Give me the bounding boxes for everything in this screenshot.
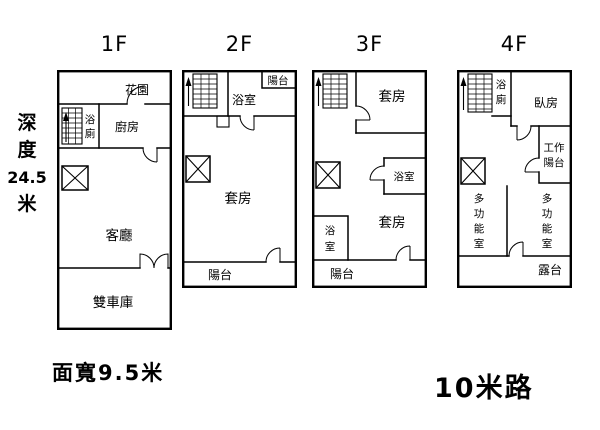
room-label-suite: 套房: [379, 215, 406, 231]
room-label-garden: 花園: [125, 82, 149, 97]
room-label-multi: 室: [474, 237, 485, 250]
room-label-multi: 室: [542, 237, 553, 250]
room-label-bath: 廁: [496, 93, 507, 106]
room-label-terrace: 露台: [538, 262, 562, 277]
outer-wall: [57, 70, 172, 330]
up-arrow-icon: [185, 77, 192, 106]
room-label-bedroom: 臥房: [534, 95, 558, 110]
floor-title-4f: 4F: [500, 32, 529, 56]
depth-value: 24.5: [7, 168, 47, 187]
interior-walls: [182, 70, 297, 263]
room-label-multi: 功: [542, 208, 553, 220]
up-arrow-icon: [63, 112, 69, 142]
floor-title-3f: 3F: [355, 32, 384, 56]
stairs-icon: [61, 107, 83, 145]
room-label-balcony: 陽台: [268, 74, 289, 87]
up-arrow-icon: [460, 77, 467, 110]
interior-walls: [457, 70, 572, 257]
depth-label: 深 度 24.5 米: [6, 110, 48, 218]
door-swing-icon: [126, 85, 158, 163]
outer-wall: [312, 70, 427, 288]
room-label-work-balcony: 陽台: [544, 156, 565, 169]
floor-column-2f: 2F: [182, 24, 297, 288]
stairs-icon: [192, 73, 218, 109]
floor-column-4f: 4F: [457, 24, 572, 288]
room-label-multi: 多: [474, 192, 485, 205]
room-label-bath: 浴室: [232, 92, 256, 107]
room-label-bath: 廁: [85, 127, 96, 140]
room-label-bath: 浴: [85, 114, 96, 126]
depth-char: 深: [17, 112, 37, 134]
double-door-icon: [139, 253, 169, 269]
room-label-balcony: 陽台: [208, 267, 232, 282]
room-label-garage: 雙車庫: [93, 295, 134, 311]
interior-walls: [312, 70, 427, 261]
floor-column-3f: 3F: [312, 24, 427, 288]
room-label-multi: 能: [542, 222, 553, 235]
room-label-multi: 能: [474, 222, 485, 235]
outer-wall: [182, 70, 297, 288]
outer-wall: [457, 70, 572, 288]
width-label: 面寬9.5米: [52, 361, 165, 385]
floor-title-1f: 1F: [100, 32, 129, 56]
door-swing-icon: [239, 115, 281, 263]
room-label-bath: 浴: [496, 79, 507, 91]
room-label-suite: 套房: [225, 191, 252, 207]
room-label-balcony: 陽台: [330, 266, 354, 281]
depth-char: 米: [17, 193, 37, 215]
floor-title-2f: 2F: [225, 32, 254, 56]
room-label-multi: 功: [474, 208, 485, 220]
depth-char: 度: [17, 139, 37, 161]
room-label-suite: 套房: [379, 89, 406, 105]
room-label-living: 客廳: [106, 227, 133, 244]
stairs-icon: [467, 73, 493, 113]
road-label: 10米路: [434, 373, 534, 404]
room-label-multi: 多: [542, 192, 553, 205]
door-swing-icon: [355, 105, 411, 261]
duct-notch: [216, 115, 230, 128]
elevator-icon: [315, 161, 341, 189]
room-label-bath: 浴室: [394, 170, 415, 183]
room-label-bath: 室: [325, 240, 336, 253]
elevator-icon: [460, 157, 486, 185]
floor-plan-1f: 花園 浴 廁 廚房 客廳 雙車庫: [57, 70, 172, 330]
stairs-icon: [322, 73, 348, 109]
up-arrow-icon: [315, 77, 322, 106]
elevator-icon: [185, 155, 211, 183]
room-label-bath: 浴: [325, 225, 336, 237]
door-swing-icon: [508, 125, 540, 257]
floor-plan-3f: 套房 浴室 套房 浴 室 陽台: [312, 70, 427, 288]
room-label-work-balcony: 工作: [544, 142, 565, 154]
floor-plan-2f: 陽台 浴室 套房 陽台: [182, 70, 297, 288]
elevator-icon: [61, 165, 89, 191]
room-label-kitchen: 廚房: [115, 119, 139, 134]
floor-column-1f: 1F: [57, 24, 172, 330]
floor-plan-4f: 浴 廁 臥房 工作 陽台 多 功 能 室 多 功 能 室 露台: [457, 70, 572, 288]
